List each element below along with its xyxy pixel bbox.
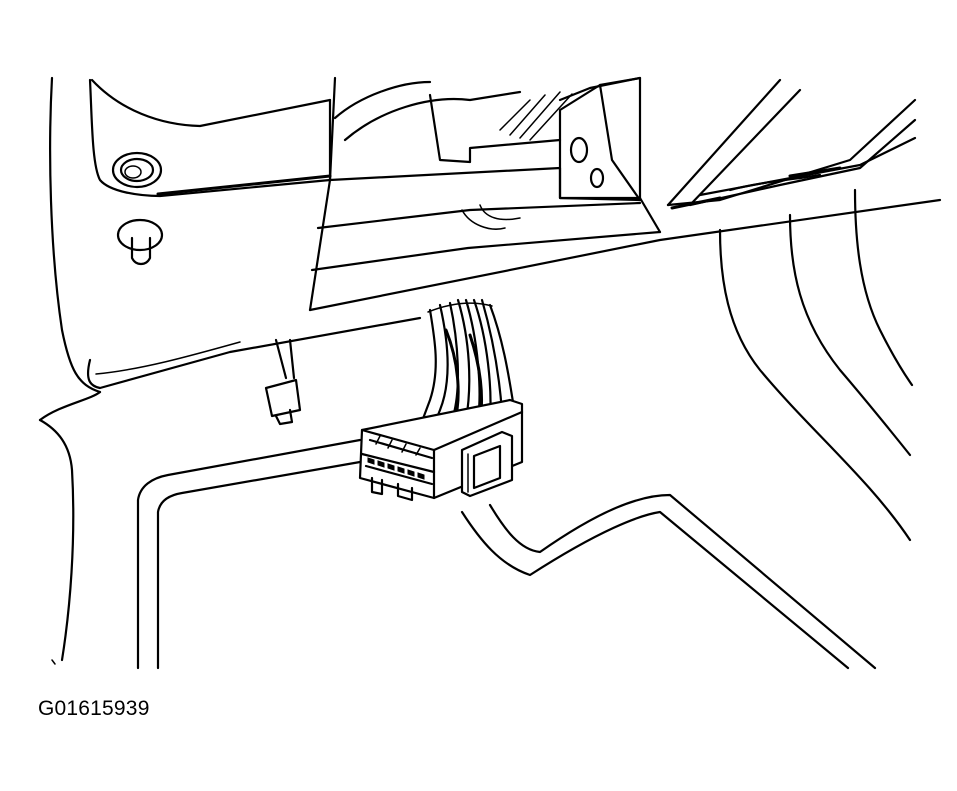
right-console-side	[718, 188, 914, 542]
dash-knob-upper	[111, 151, 163, 189]
right-dash-members	[666, 78, 917, 210]
lower-dash-panel	[86, 78, 422, 390]
connector-locking-tab	[460, 430, 514, 498]
dash-knob-lower	[116, 218, 164, 266]
floor-carpet-edges	[136, 438, 877, 670]
mounting-bracket	[558, 76, 662, 234]
figure-id-label: G01615939	[38, 697, 150, 720]
left-pillar-panel	[38, 76, 102, 665]
dash-opening	[308, 76, 942, 312]
ground-wire-lead	[264, 338, 302, 426]
